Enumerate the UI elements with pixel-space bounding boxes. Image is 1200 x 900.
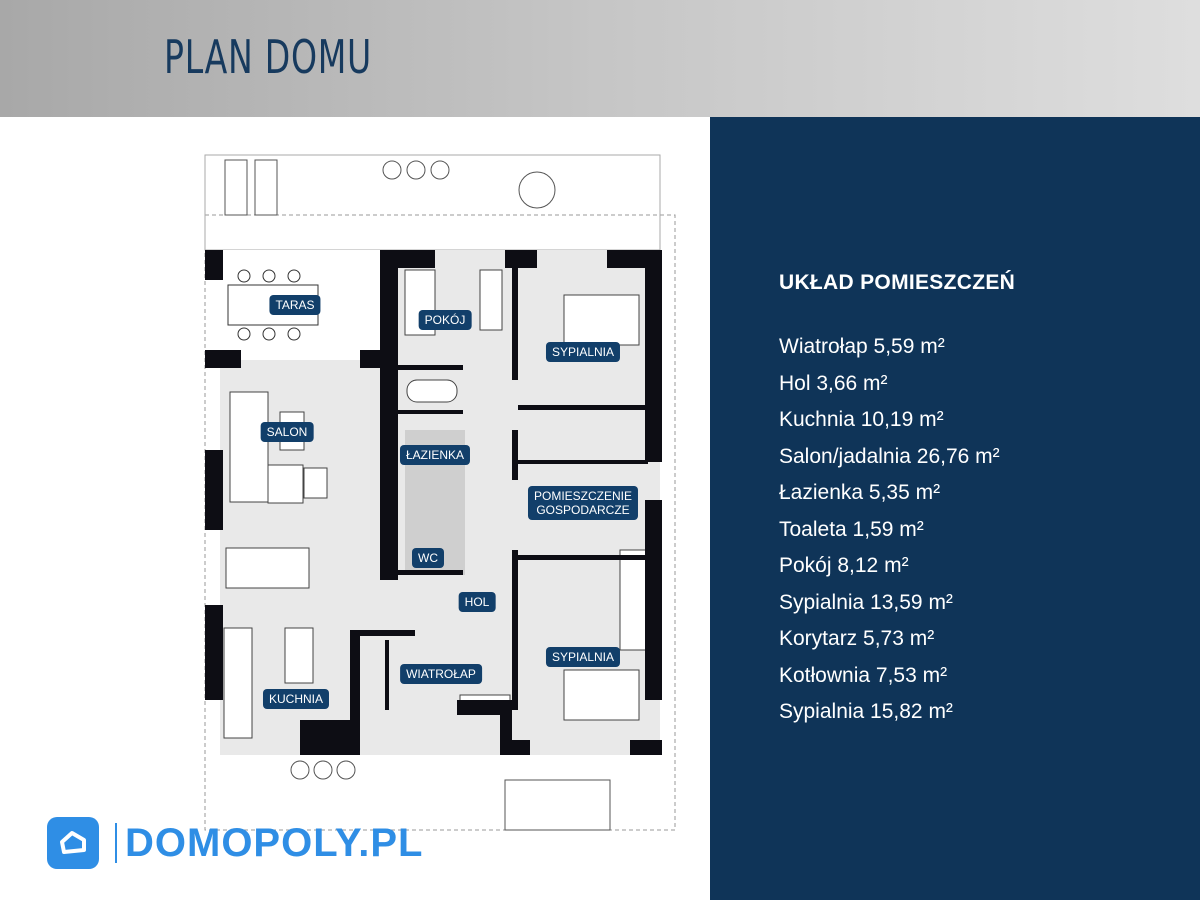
room-label-lazienka: ŁAZIENKA	[399, 445, 471, 465]
list-item: Sypialnia 13,59 m²	[779, 590, 953, 614]
room-label-wc: WC	[412, 548, 444, 568]
room-label-wiatrolap: WIATROŁAP	[400, 664, 482, 684]
page-title: PLAN DOMU	[164, 30, 373, 84]
list-item: Toaleta 1,59 m²	[779, 517, 924, 541]
floor-plan: TARAS POKÓJ SYPIALNIA SALON ŁAZIENKA POM…	[160, 150, 680, 840]
room-label-salon: SALON	[260, 422, 314, 442]
room-summary-panel: UKŁAD POMIESZCZEŃ Wiatrołap 5,59 m² Hol …	[710, 117, 1200, 900]
list-item: Korytarz 5,73 m²	[779, 627, 935, 650]
list-item: Hol 3,66 m²	[779, 371, 888, 395]
panel-title: UKŁAD POMIESZCZEŃ	[779, 271, 1016, 294]
room-label-kuchnia: KUCHNIA	[262, 689, 330, 709]
room-label-taras: TARAS	[269, 295, 321, 315]
list-item: Łazienka 5,35 m²	[779, 481, 941, 504]
list-item: Salon/jadalnia 26,76 m²	[779, 444, 1000, 468]
list-item: Pokój 8,12 m²	[779, 554, 909, 577]
room-list: Wiatrołap 5,59 m² Hol 3,66 m² Kuchnia 10…	[779, 334, 1000, 736]
logo-divider	[115, 823, 117, 863]
list-item: Kuchnia 10,19 m²	[779, 408, 944, 431]
list-item: Wiatrołap 5,59 m²	[779, 335, 945, 358]
room-label-sypialnia-1: SYPIALNIA	[545, 342, 621, 362]
label-line-1: POMIESZCZENIE	[533, 489, 633, 503]
brand-logo: DOMOPOLY.PL	[47, 817, 423, 869]
list-item: Kotłownia 7,53 m²	[779, 663, 948, 687]
room-label-hol: HOL	[458, 592, 496, 612]
room-label-pokoj: POKÓJ	[418, 310, 472, 330]
room-label-sypialnia-2: SYPIALNIA	[545, 647, 621, 667]
label-line-2: GOSPODARCZE	[536, 503, 630, 517]
logo-text: DOMOPOLY.PL	[125, 820, 424, 865]
list-item: Sypialnia 15,82 m²	[779, 700, 953, 723]
house-icon	[47, 817, 99, 869]
walls	[205, 250, 662, 755]
header-banner: PLAN DOMU	[0, 0, 1200, 117]
